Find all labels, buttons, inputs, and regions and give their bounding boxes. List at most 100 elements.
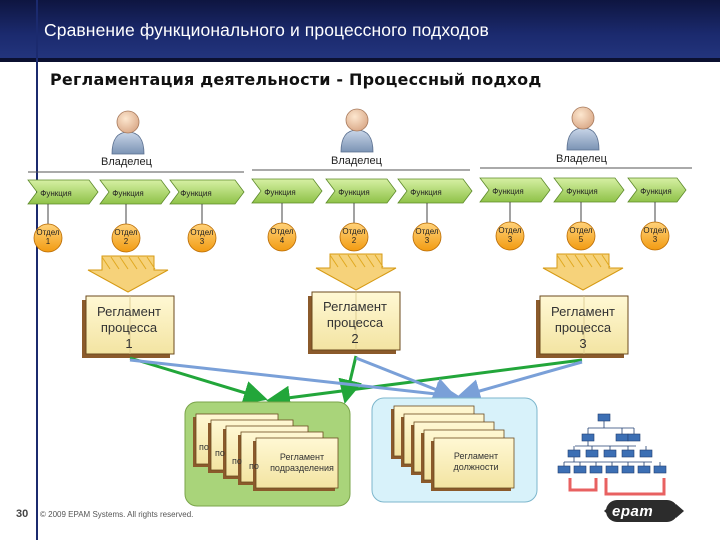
function-chevron — [479, 177, 551, 203]
org-chart-node — [615, 433, 629, 442]
function-chevron — [627, 177, 687, 203]
department-circle — [495, 221, 525, 251]
org-chart-node — [597, 413, 611, 422]
function-chevron — [99, 179, 171, 205]
doc-page — [433, 437, 515, 489]
department-circle — [267, 222, 297, 252]
function-chevron — [251, 178, 323, 204]
function-label: Функция — [640, 187, 672, 196]
slide-title: Сравнение функционального и процессного … — [44, 20, 489, 40]
function-chevron — [325, 178, 397, 204]
partial-doc-label: по — [232, 456, 242, 466]
epam-logo — [606, 500, 678, 522]
green-arrow — [266, 358, 583, 410]
function-label: Функция — [264, 188, 296, 197]
green-arrow — [129, 356, 268, 405]
down-arrow-hatch — [574, 254, 584, 268]
down-arrow-hatch — [374, 254, 384, 268]
down-arrow-hatch — [565, 254, 575, 268]
person-icon — [340, 129, 374, 153]
owner-label-3: Владелец — [556, 153, 607, 165]
department-circle — [566, 221, 596, 251]
function-label: Функция — [338, 188, 370, 197]
person-icon — [566, 127, 600, 151]
down-arrow-hatch — [110, 256, 120, 270]
epam-logo-text: epam — [612, 503, 654, 520]
department-circle — [640, 221, 670, 251]
function-label: Функция — [566, 187, 598, 196]
down-arrow-hatch — [347, 254, 357, 268]
department-circle — [339, 222, 369, 252]
down-arrow-hatch — [556, 254, 566, 268]
partial-doc-label: по — [215, 448, 225, 458]
down-arrow-hatch — [583, 254, 593, 268]
org-chart-node — [589, 465, 603, 474]
epam-logo-left-tip — [604, 504, 612, 518]
header-bar: Сравнение функционального и процессного … — [0, 0, 720, 62]
org-chart-node — [637, 465, 651, 474]
department-circle — [111, 223, 141, 253]
person-head-icon — [345, 108, 369, 132]
owner-label-1: Владелец — [101, 156, 152, 168]
down-arrow-hatch — [338, 254, 348, 268]
blue-arrow — [355, 356, 458, 401]
function-chevron — [397, 178, 473, 204]
down-arrow-hatch — [601, 254, 611, 268]
owner-label-2: Владелец — [331, 155, 382, 167]
function-chevron — [27, 179, 99, 205]
person-head-icon — [571, 106, 595, 130]
function-label: Функция — [112, 189, 144, 198]
down-arrow — [315, 253, 397, 291]
org-chart-node — [627, 433, 641, 442]
blue-arrow — [456, 360, 583, 403]
header-underline — [0, 58, 720, 62]
copyright-text: © 2009 EPAM Systems. All rights reserved… — [40, 510, 194, 519]
department-circle — [187, 223, 217, 253]
partial-doc-label: по — [249, 461, 259, 471]
down-arrow-hatch — [365, 254, 375, 268]
blue-arrow — [129, 358, 460, 406]
org-chart-node — [621, 449, 635, 458]
down-arrow-hatch — [119, 256, 129, 270]
org-chart-node — [621, 465, 635, 474]
function-label: Функция — [180, 189, 212, 198]
down-arrow-hatch — [592, 254, 602, 268]
down-arrow-hatch — [101, 256, 111, 270]
doc-page — [255, 437, 339, 489]
down-arrow-hatch — [137, 256, 147, 270]
function-label: Функция — [40, 189, 72, 198]
org-chart-node — [603, 449, 617, 458]
down-arrow-hatch — [128, 256, 138, 270]
function-label: Функция — [410, 188, 442, 197]
down-arrow-hatch — [146, 256, 156, 270]
down-arrow-hatch — [356, 254, 366, 268]
org-chart-node — [653, 465, 667, 474]
down-arrow-hatch — [329, 254, 339, 268]
org-chart-node — [585, 449, 599, 458]
partial-doc-label: по — [199, 442, 209, 452]
org-chart-node — [605, 465, 619, 474]
down-arrow — [87, 255, 169, 293]
person-icon — [111, 131, 145, 155]
department-circle — [33, 223, 63, 253]
left-margin-rule — [36, 0, 38, 540]
epam-logo-right-tip — [676, 504, 684, 518]
function-chevron — [553, 177, 625, 203]
org-chart-node — [557, 465, 571, 474]
down-arrow — [542, 253, 624, 291]
page-number: 30 — [16, 508, 29, 520]
